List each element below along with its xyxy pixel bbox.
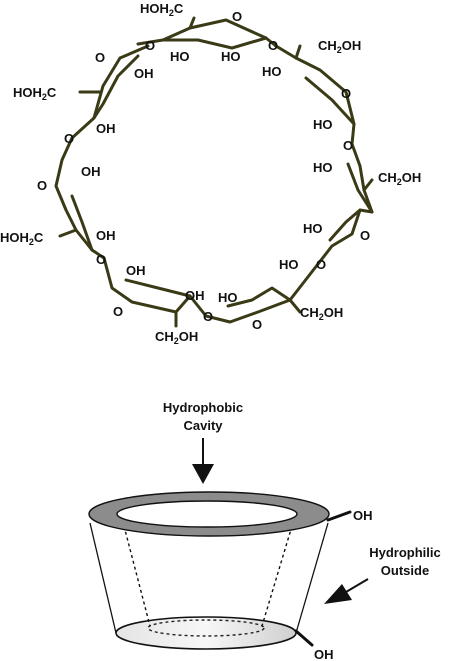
oxygen-atom: O <box>268 38 278 53</box>
cyclodextrin-structure: HOH2C HOH2C HOH2C CH2OH CH2OH CH2OH CH2O… <box>0 1 421 346</box>
oxygen-atom: O <box>232 9 242 24</box>
outside-label-line1: Hydrophilic <box>369 545 441 560</box>
hydroxyl-group: HO <box>218 290 238 305</box>
oxygen-atom: O <box>95 50 105 65</box>
cavity-arrow <box>192 438 214 484</box>
oxygen-atom: O <box>360 228 370 243</box>
oxygen-atom: O <box>341 86 351 101</box>
oxygen-atom: O <box>96 252 106 267</box>
hydroxyl-group: HO <box>279 257 299 272</box>
bottom-oh-bond <box>294 629 314 647</box>
oxygen-atoms: O O O O O O O O O O O O O O <box>37 9 370 332</box>
wide-rim-opening <box>116 500 298 528</box>
hydroxyl-groups-oh: OH OH OH OH OH OH <box>81 66 205 303</box>
narrow-rim-inner <box>147 619 265 637</box>
hydroxyl-group: HO <box>262 64 282 79</box>
ch2oh-group-lower-right: CH2OH <box>300 305 343 322</box>
hydroxyl-group: HO <box>313 160 333 175</box>
glucose-unit-upper-right <box>274 44 356 126</box>
glucose-unit-right <box>346 142 374 214</box>
oxygen-atom: O <box>316 257 326 272</box>
cavity-wall-right <box>261 525 293 627</box>
cone-wall-left <box>89 522 117 634</box>
hydroxyl-group: OH <box>126 263 146 278</box>
oxygen-atom: O <box>37 178 47 193</box>
narrow-rim <box>115 616 297 650</box>
hydroxyl-group: HO <box>221 49 241 64</box>
oxygen-atom: O <box>252 317 262 332</box>
glucose-unit-left <box>54 136 94 252</box>
hydroxyl-group: OH <box>96 121 116 136</box>
bottom-oh-label: OH <box>314 647 334 661</box>
glucose-ring-bonds <box>54 16 374 328</box>
cavity-label-line1: Hydrophobic <box>163 400 243 415</box>
top-oh-bond <box>326 510 352 522</box>
hydroxyl-group: HO <box>170 49 190 64</box>
hydroxyl-group: HO <box>313 117 333 132</box>
ch2oh-group-upper-left: HOH2C <box>13 85 57 102</box>
ch2oh-group-upper-right: CH2OH <box>318 38 361 55</box>
ch2oh-group-right: CH2OH <box>378 170 421 187</box>
oxygen-atom: O <box>113 304 123 319</box>
cone-wall-right <box>295 522 329 634</box>
cavity-wall-left <box>123 525 151 627</box>
cone-diagram: Hydrophobic Cavity OH OH Hydrophilic Out… <box>88 400 441 661</box>
hydroxyl-group: HO <box>303 221 323 236</box>
ch2oh-group-bottom: CH2OH <box>155 329 198 346</box>
hydroxyl-group: OH <box>81 164 101 179</box>
hydroxyl-group: OH <box>134 66 154 81</box>
hydroxyl-groups-ho: HO HO HO HO HO HO HO HO <box>170 49 333 305</box>
cavity-label-line2: Cavity <box>183 418 223 433</box>
oxygen-atom: O <box>145 38 155 53</box>
glucose-unit-lower-right <box>316 208 362 266</box>
oxygen-atom: O <box>343 138 353 153</box>
outside-label-line2: Outside <box>381 563 429 578</box>
top-oh-label: OH <box>353 508 373 523</box>
oxygen-atom: O <box>64 131 74 146</box>
hydroxyl-group: OH <box>185 288 205 303</box>
ch2oh-group-left: HOH2C <box>0 230 44 247</box>
hydroxyl-group: OH <box>96 228 116 243</box>
glucose-unit-top <box>161 18 268 50</box>
oxygen-atom: O <box>203 309 213 324</box>
ch2oh-group-top: HOH2C <box>140 1 184 18</box>
outside-arrow <box>324 578 369 604</box>
